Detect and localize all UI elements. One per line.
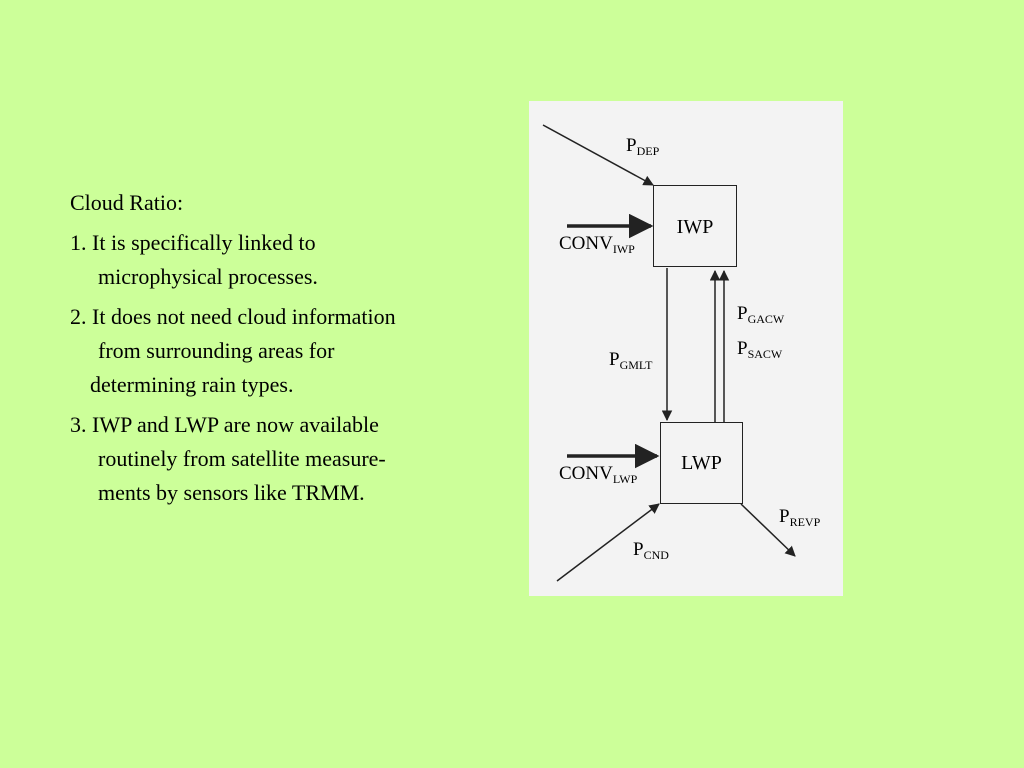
bullet-text: Cloud Ratio: 1. It is specifically linke… [70,186,510,516]
list-item-1-line-1: 1. It is specifically linked to [70,230,316,255]
water-budget-diagram: IWP LWP PDEP CONVIWP PGMLT PGACW PSACW C… [529,101,843,596]
list-item-3-line-3: ments by sensors like TRMM. [98,480,365,505]
lwp-box: LWP [660,422,743,504]
list-item-1-line-2: microphysical processes. [98,264,318,289]
list-item-2-line-3: determining rain types. [90,372,294,397]
conv-lwp-label: CONVLWP [559,463,638,486]
p-gacw-label: PGACW [737,303,785,326]
p-cnd-label: PCND [633,539,669,562]
slide-heading: Cloud Ratio: [70,190,184,215]
conv-iwp-label: CONVIWP [559,233,635,256]
list-item-3-line-1: 3. IWP and LWP are now available [70,412,379,437]
iwp-box-label: IWP [676,216,714,238]
p-sacw-label: PSACW [737,338,783,361]
list-item-2: 2. It does not need cloud information fr… [70,300,510,402]
list-item-3-line-2: routinely from satellite measure- [98,446,386,471]
list-item-2-line-2: from surrounding areas for [98,338,335,363]
p-dep-label: PDEP [626,135,660,158]
list-item-3: 3. IWP and LWP are now available routine… [70,408,510,510]
p-cnd-arrow [556,503,660,582]
lwp-box-label: LWP [681,452,722,474]
arrows-layer [542,124,796,582]
p-revp-label: PREVP [779,506,821,529]
list-item-2-line-1: 2. It does not need cloud information [70,304,396,329]
p-dep-arrow [542,124,654,186]
p-gmlt-label: PGMLT [609,349,653,372]
list-item-1: 1. It is specifically linked to microphy… [70,226,510,294]
iwp-box: IWP [653,185,737,267]
p-revp-arrow [740,503,796,557]
